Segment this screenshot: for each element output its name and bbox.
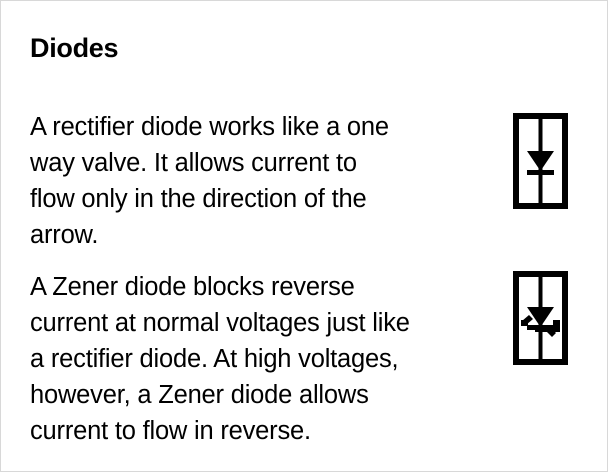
paragraph-rectifier: A rectifier diode works like a one way v…: [30, 109, 492, 253]
paragraph-rectifier-line: arrow.: [30, 221, 99, 249]
page-title: Diodes: [30, 33, 119, 64]
paragraph-zener-line: however, a Zener diode allows: [30, 381, 369, 409]
zener-diode-icon: [521, 277, 560, 359]
paragraph-rectifier-line: flow only in the direction of the: [30, 185, 367, 213]
paragraph-zener-line: current at normal voltages just like: [30, 309, 410, 337]
rectifier-diode-icon: [527, 119, 554, 203]
zener-diode-symbol: [513, 271, 568, 365]
paragraph-rectifier-line: way valve. It allows current to: [30, 149, 357, 177]
paragraph-zener: A Zener diode blocks reverse current at …: [30, 269, 500, 449]
paragraph-rectifier-line: A rectifier diode works like a one: [30, 113, 389, 141]
paragraph-zener-line: current to flow in reverse.: [30, 417, 311, 445]
paragraph-zener-line: A Zener diode blocks reverse: [30, 273, 355, 301]
rectifier-diode-symbol: [513, 113, 568, 209]
paragraph-zener-line: a rectifier diode. At high voltages,: [30, 345, 399, 373]
